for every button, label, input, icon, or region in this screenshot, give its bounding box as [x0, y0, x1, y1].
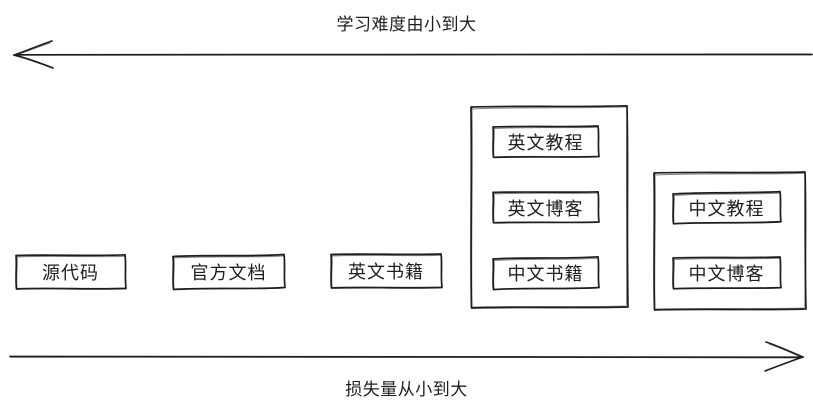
node-chinese-blog[interactable]: 中文博客 — [670, 255, 783, 291]
node-label: 英文博客 — [507, 198, 584, 220]
node-label: 官方文档 — [190, 263, 267, 284]
node-official-docs[interactable]: 官方文档 — [170, 253, 287, 291]
top-axis-label: 学习难度由小到大 — [336, 15, 477, 35]
bottom-axis-arrow — [9, 341, 804, 372]
node-label: 英文书籍 — [348, 262, 424, 283]
node-english-tutorial[interactable]: 英文教程 — [490, 124, 601, 159]
top-axis-arrow — [13, 40, 813, 69]
node-label: 英文教程 — [507, 132, 584, 154]
bottom-axis-label: 损失量从小到大 — [345, 380, 468, 400]
node-english-blog[interactable]: 英文博客 — [490, 190, 601, 225]
node-chinese-books[interactable]: 中文书籍 — [490, 255, 601, 291]
node-chinese-tutorial[interactable]: 中文教程 — [670, 190, 783, 225]
node-label: 中文博客 — [688, 264, 765, 285]
node-label: 中文教程 — [688, 198, 765, 220]
node-english-books[interactable]: 英文书籍 — [328, 252, 444, 290]
node-source-code[interactable]: 源代码 — [13, 253, 128, 291]
node-label: 源代码 — [42, 263, 99, 284]
node-label: 中文书籍 — [507, 264, 584, 285]
